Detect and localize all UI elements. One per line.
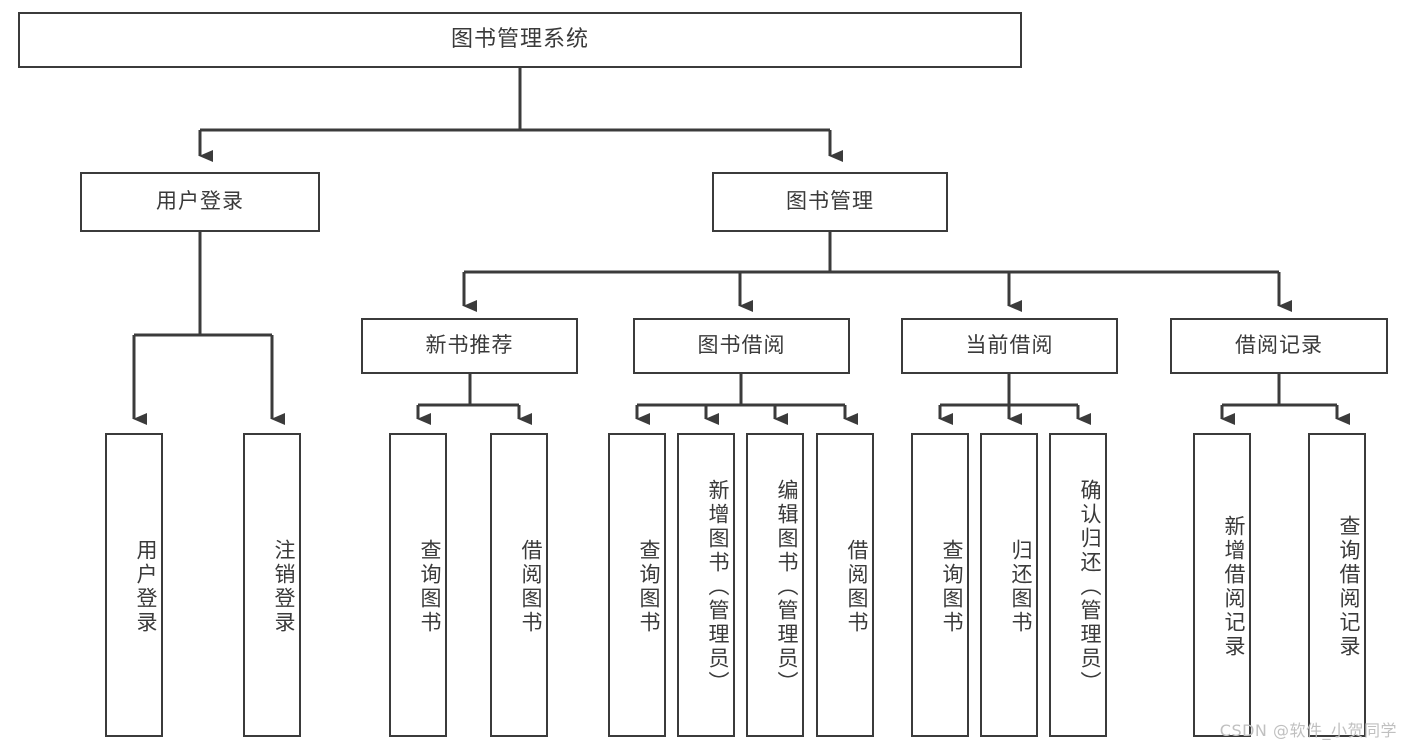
node-label: 归还图书: [1009, 539, 1033, 635]
node-label: 借阅图书: [519, 539, 543, 635]
node-label: 用户登录: [156, 189, 244, 214]
node-leaf-edit-book-admin[interactable]: 编辑图书（管理员）: [746, 433, 804, 737]
node-leaf-query-book-current[interactable]: 查询图书: [911, 433, 969, 737]
node-label: 编辑图书（管理员）: [775, 479, 799, 695]
node-leaf-confirm-return-admin[interactable]: 确认归还（管理员）: [1049, 433, 1107, 737]
node-leaf-add-book-admin[interactable]: 新增图书（管理员）: [677, 433, 735, 737]
node-label: 借阅图书: [845, 539, 869, 635]
node-leaf-borrow-book[interactable]: 借阅图书: [816, 433, 874, 737]
node-label: 新增图书（管理员）: [706, 479, 730, 695]
node-label: 图书借阅: [697, 333, 786, 358]
node-label: 用户登录: [134, 539, 158, 635]
node-label: 图书管理: [786, 189, 874, 214]
node-leaf-query-book[interactable]: 查询图书: [608, 433, 666, 737]
node-borrow-record[interactable]: 借阅记录: [1170, 318, 1388, 374]
node-label: 新书推荐: [425, 333, 514, 358]
node-label: 当前借阅: [965, 333, 1054, 358]
node-label: 新增借阅记录: [1222, 515, 1246, 659]
node-current-borrow[interactable]: 当前借阅: [901, 318, 1118, 374]
node-leaf-borrow-book-recommend[interactable]: 借阅图书: [490, 433, 548, 737]
node-label: 查询图书: [637, 539, 661, 635]
node-label: 图书管理系统: [450, 26, 589, 52]
node-leaf-query-borrow-record[interactable]: 查询借阅记录: [1308, 433, 1366, 737]
node-label: 查询图书: [418, 539, 442, 635]
node-book-borrow[interactable]: 图书借阅: [633, 318, 850, 374]
node-label: 确认归还（管理员）: [1078, 479, 1102, 695]
node-leaf-logout[interactable]: 注销登录: [243, 433, 301, 737]
node-label: 查询图书: [940, 539, 964, 635]
node-leaf-add-borrow-record[interactable]: 新增借阅记录: [1193, 433, 1251, 737]
node-leaf-user-login[interactable]: 用户登录: [105, 433, 163, 737]
node-book-management[interactable]: 图书管理: [712, 172, 948, 232]
node-user-login[interactable]: 用户登录: [80, 172, 320, 232]
node-root-book-management-system[interactable]: 图书管理系统: [18, 12, 1022, 68]
node-leaf-query-book-recommend[interactable]: 查询图书: [389, 433, 447, 737]
node-leaf-return-book[interactable]: 归还图书: [980, 433, 1038, 737]
node-new-book-recommend[interactable]: 新书推荐: [361, 318, 578, 374]
node-label: 注销登录: [272, 539, 296, 635]
node-label: 查询借阅记录: [1337, 515, 1361, 659]
watermark-text: CSDN @软件_小贺同学: [1219, 721, 1397, 740]
node-label: 借阅记录: [1235, 333, 1323, 358]
